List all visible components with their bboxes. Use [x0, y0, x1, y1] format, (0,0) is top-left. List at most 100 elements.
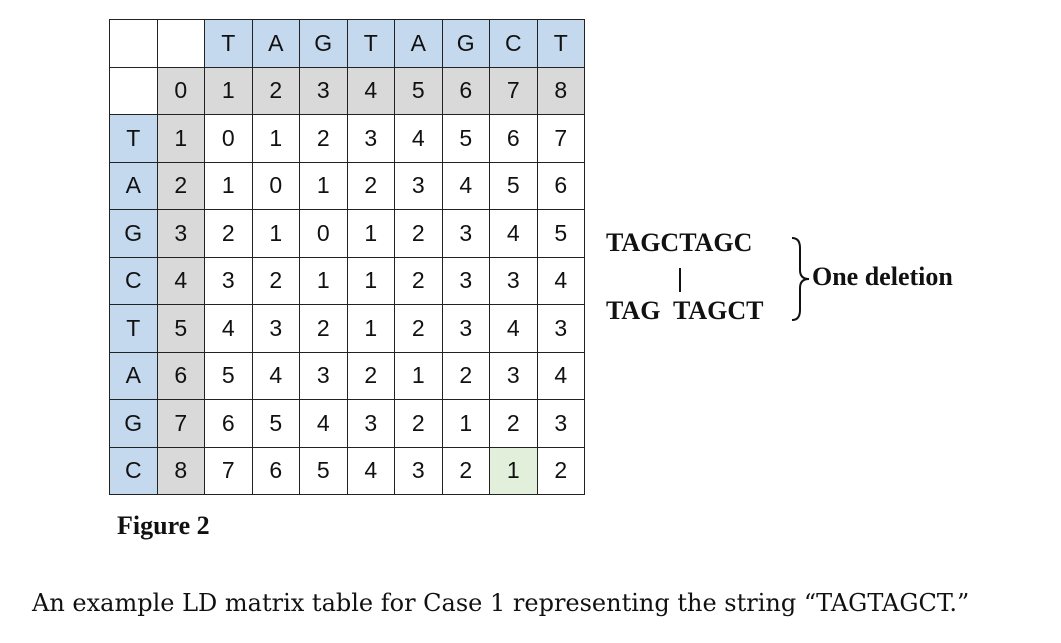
matrix-cell: 2 — [394, 209, 443, 258]
matrix-cell: 1 — [204, 161, 253, 210]
matrix-cell: 0 — [251, 161, 300, 210]
matrix-cell: 3 — [204, 256, 253, 305]
matrix-cell: 2 — [251, 256, 300, 305]
matrix-cell: 7 — [204, 446, 253, 495]
matrix-cell: 2 — [346, 161, 395, 210]
figure-label: Figure 2 — [117, 511, 210, 540]
one-deletion-label: One deletion — [812, 262, 953, 291]
row-header-cell: C — [109, 256, 158, 305]
matrix-cell: 4 — [441, 161, 490, 210]
matrix-cell: 1 — [346, 209, 395, 258]
matrix-cell: 1 — [346, 304, 395, 353]
matrix-cell: 1 — [251, 114, 300, 163]
index-row-cell: 5 — [394, 66, 443, 115]
matrix-cell: 3 — [536, 304, 585, 353]
matrix-cell: 2 — [441, 446, 490, 495]
matrix-cell: 2 — [394, 256, 443, 305]
matrix-cell: 2 — [394, 399, 443, 448]
row-header-cell: T — [109, 304, 158, 353]
matrix-cell: 5 — [204, 351, 253, 400]
alignment-gap-bar — [679, 268, 681, 292]
row-header-cell: G — [109, 399, 158, 448]
corner-cell — [109, 66, 158, 115]
alignment-bottom-string: TAG TAGCT — [606, 296, 764, 325]
index-row-cell: 7 — [489, 66, 538, 115]
column-header-cell: T — [204, 19, 253, 68]
index-col-cell: 4 — [156, 256, 205, 305]
highlighted-cell: 1 — [489, 446, 538, 495]
matrix-cell: 4 — [536, 351, 585, 400]
matrix-cell: 2 — [441, 351, 490, 400]
matrix-cell: 7 — [536, 114, 585, 163]
matrix-cell: 1 — [394, 351, 443, 400]
matrix-cell: 2 — [299, 114, 348, 163]
matrix-cell: 0 — [204, 114, 253, 163]
matrix-cell: 1 — [346, 256, 395, 305]
matrix-cell: 2 — [489, 399, 538, 448]
matrix-cell: 3 — [394, 161, 443, 210]
index-row-cell: 3 — [299, 66, 348, 115]
index-col-cell: 8 — [156, 446, 205, 495]
alignment-top-string: TAGCTAGC — [606, 228, 753, 257]
matrix-cell: 3 — [394, 446, 443, 495]
right-brace-icon — [791, 237, 810, 321]
index-row-cell: 1 — [204, 66, 253, 115]
matrix-cell: 2 — [394, 304, 443, 353]
matrix-cell: 3 — [299, 351, 348, 400]
corner-cell — [156, 19, 205, 68]
matrix-cell: 1 — [299, 256, 348, 305]
index-col-cell: 6 — [156, 351, 205, 400]
index-col-cell: 7 — [156, 399, 205, 448]
matrix-cell: 3 — [441, 209, 490, 258]
matrix-cell: 5 — [299, 446, 348, 495]
matrix-cell: 3 — [251, 304, 300, 353]
column-header-cell: G — [299, 19, 348, 68]
matrix-cell: 6 — [536, 161, 585, 210]
matrix-cell: 2 — [536, 446, 585, 495]
index-row-cell: 2 — [251, 66, 300, 115]
column-header-cell: A — [251, 19, 300, 68]
matrix-cell: 1 — [441, 399, 490, 448]
matrix-cell: 3 — [346, 399, 395, 448]
row-header-cell: C — [109, 446, 158, 495]
index-row-cell: 0 — [156, 66, 205, 115]
index-col-cell: 2 — [156, 161, 205, 210]
matrix-cell: 2 — [346, 351, 395, 400]
corner-cell — [109, 19, 158, 68]
matrix-cell: 4 — [299, 399, 348, 448]
row-header-cell: G — [109, 209, 158, 258]
index-col-cell: 1 — [156, 114, 205, 163]
row-header-cell: A — [109, 351, 158, 400]
matrix-cell: 4 — [489, 304, 538, 353]
matrix-cell: 3 — [441, 304, 490, 353]
matrix-cell: 5 — [251, 399, 300, 448]
matrix-cell: 4 — [489, 209, 538, 258]
matrix-cell: 4 — [204, 304, 253, 353]
matrix-cell: 3 — [489, 351, 538, 400]
index-row-cell: 6 — [441, 66, 490, 115]
matrix-cell: 4 — [394, 114, 443, 163]
matrix-cell: 4 — [346, 446, 395, 495]
matrix-cell: 2 — [299, 304, 348, 353]
matrix-cell: 1 — [299, 161, 348, 210]
column-header-cell: T — [536, 19, 585, 68]
matrix-cell: 5 — [489, 161, 538, 210]
column-header-cell: A — [394, 19, 443, 68]
column-header-cell: C — [489, 19, 538, 68]
figure-caption: An example LD matrix table for Case 1 re… — [32, 589, 970, 617]
index-row-cell: 4 — [346, 66, 395, 115]
index-col-cell: 5 — [156, 304, 205, 353]
matrix-cell: 5 — [441, 114, 490, 163]
matrix-cell: 4 — [536, 256, 585, 305]
matrix-cell: 3 — [441, 256, 490, 305]
matrix-cell: 2 — [204, 209, 253, 258]
matrix-cell: 5 — [536, 209, 585, 258]
